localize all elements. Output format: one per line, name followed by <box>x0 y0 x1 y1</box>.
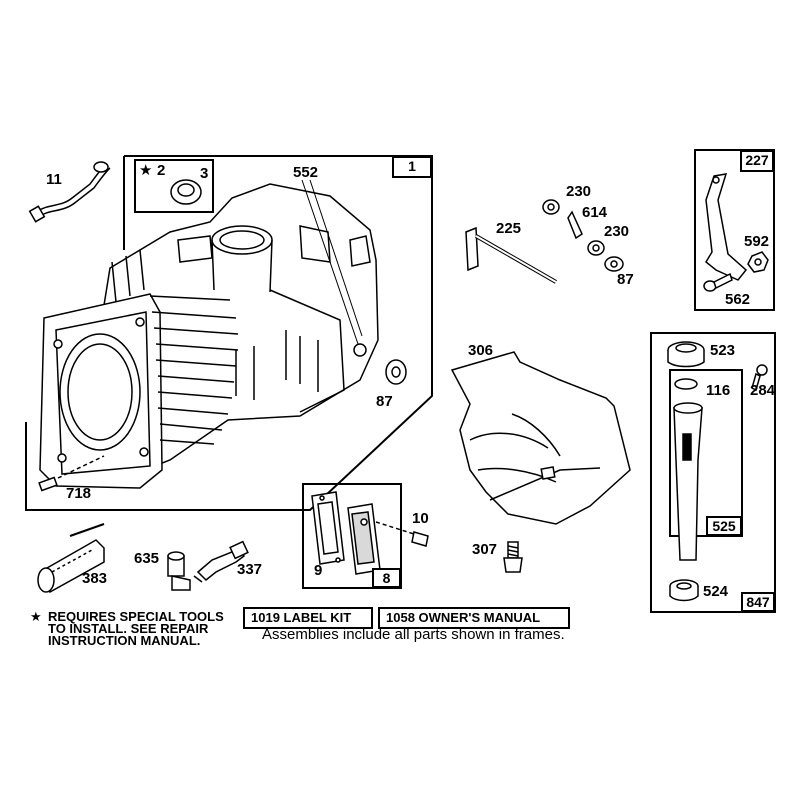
star-marker: ★ <box>139 162 153 179</box>
assemblies-note: Assemblies include all parts shown in fr… <box>262 626 565 643</box>
part-523-dipstick-cap <box>667 341 705 368</box>
label-part-592: 592 <box>744 233 770 250</box>
label-part-1: 1 <box>392 156 432 178</box>
frame-2-border <box>134 159 214 213</box>
part-3-seal <box>170 179 202 205</box>
part-8-breather <box>347 503 381 575</box>
part-562-screw <box>703 272 733 292</box>
frame-525-border <box>669 369 743 537</box>
label-part-2: 2 <box>157 162 166 179</box>
part-225-governor-shaft <box>465 226 557 284</box>
frame-227-border <box>694 149 775 311</box>
label-part-524: 524 <box>703 583 729 600</box>
part-116-o-ring <box>674 378 698 390</box>
part-525-dipstick-tube <box>673 402 703 561</box>
special-tools-note-line2: TO INSTALL. SEE REPAIR <box>48 621 209 636</box>
label-part-284: 284 <box>750 382 776 399</box>
part-230b-washer <box>587 240 605 256</box>
part-227-lever <box>705 173 748 281</box>
part-11-tube <box>28 161 111 223</box>
leader-552 <box>301 179 359 345</box>
label-part-718: 718 <box>66 485 92 502</box>
part-592-nut <box>747 251 769 273</box>
label-kit-box: 1019 LABEL KIT <box>243 607 373 629</box>
label-part-8: 8 <box>372 568 401 588</box>
label-part-230a: 230 <box>566 183 592 200</box>
label-part-614: 614 <box>582 204 608 221</box>
label-part-227: 227 <box>740 150 774 172</box>
label-part-87a: 87 <box>376 393 393 410</box>
part-337-spark-plug <box>193 540 249 583</box>
part-284-screw <box>751 364 768 392</box>
frame-1-border <box>25 155 433 511</box>
part-87b-washer <box>604 256 624 272</box>
label-part-116: 116 <box>706 382 731 399</box>
label-part-306: 306 <box>468 342 494 359</box>
label-part-523: 523 <box>710 342 736 359</box>
part-307-bolt <box>503 541 523 573</box>
label-part-552: 552 <box>293 164 319 181</box>
part-306-air-guide <box>450 351 631 525</box>
label-part-562: 562 <box>725 291 751 308</box>
label-part-87b: 87 <box>617 271 634 288</box>
label-part-11: 11 <box>46 171 62 188</box>
label-part-337: 337 <box>237 561 263 578</box>
special-tools-star: ★ <box>30 609 42 624</box>
part-10-screw <box>375 521 429 547</box>
part-718-dowel <box>38 455 105 492</box>
frame-847-border <box>650 332 776 613</box>
label-part-847: 847 <box>741 592 775 612</box>
owners-manual-box: 1058 OWNER'S MANUAL <box>378 607 570 629</box>
label-part-635: 635 <box>134 550 160 567</box>
part-383-tool <box>37 523 105 593</box>
part-230a-washer <box>542 199 560 215</box>
part-1-engine-block <box>39 183 379 489</box>
label-part-3: 3 <box>200 165 209 182</box>
special-tools-note-line1: REQUIRES SPECIAL TOOLS <box>48 609 224 624</box>
label-part-525: 525 <box>706 516 742 536</box>
label-part-10: 10 <box>412 510 429 527</box>
part-635-fitting <box>167 551 191 591</box>
special-tools-note-line3: INSTRUCTION MANUAL. <box>48 633 201 648</box>
part-614-clip <box>567 210 583 240</box>
label-part-383: 383 <box>82 570 108 587</box>
part-9-gasket <box>311 491 345 565</box>
part-524-seal <box>669 579 699 602</box>
label-part-225: 225 <box>496 220 522 237</box>
frame-8-border <box>302 483 402 589</box>
label-part-230b: 230 <box>604 223 630 240</box>
label-part-307: 307 <box>472 541 498 558</box>
label-part-9: 9 <box>314 562 323 579</box>
part-87a-washer <box>385 359 407 385</box>
